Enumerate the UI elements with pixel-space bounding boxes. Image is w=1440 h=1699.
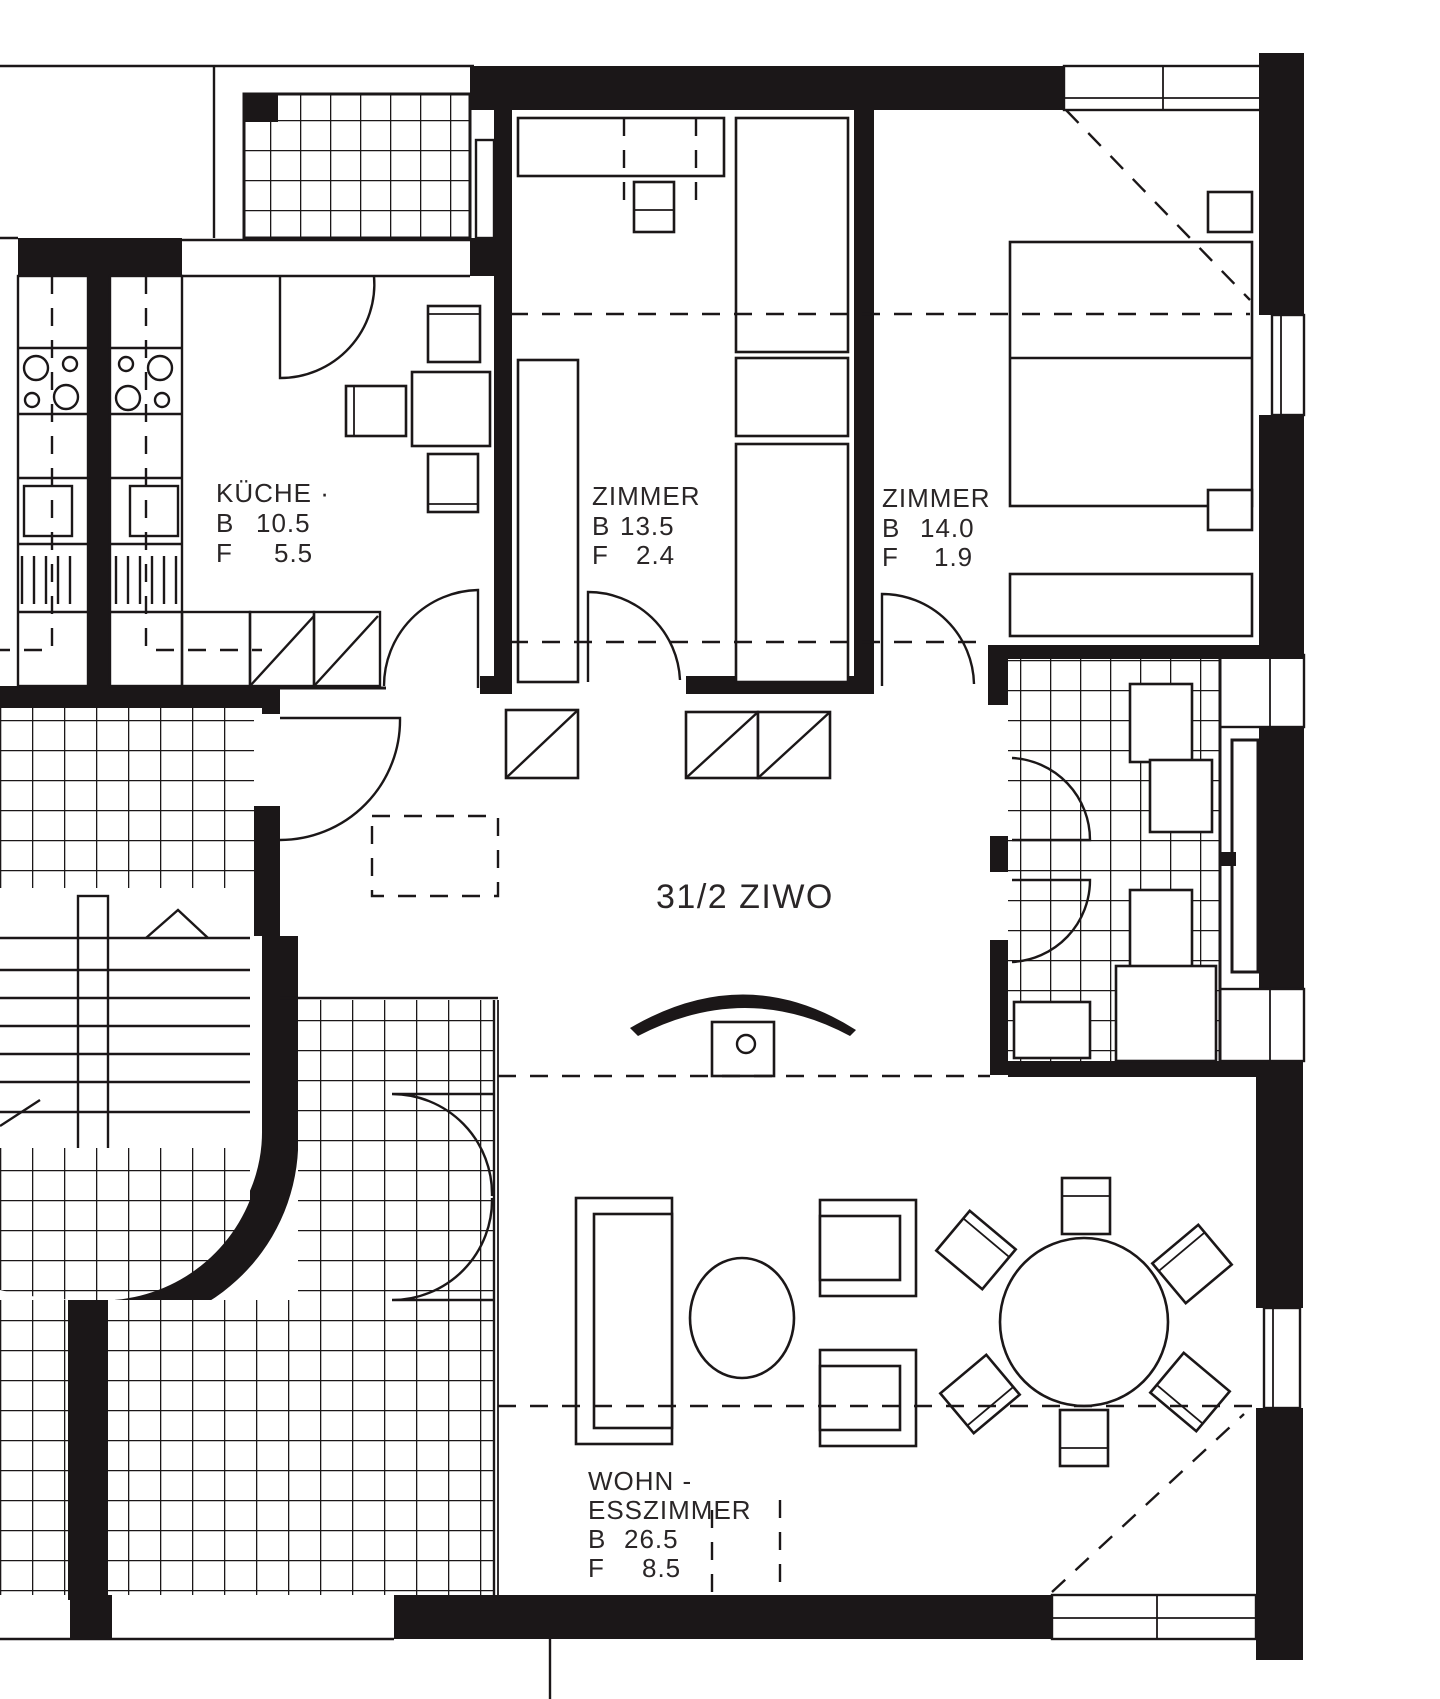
room-label-zimmer2: ZIMMER B 14.0 F 1.9 — [882, 483, 991, 572]
window-label: F — [588, 1553, 605, 1583]
area-value: 13.5 — [620, 511, 675, 541]
bathroom-tiles — [1008, 659, 1222, 1063]
zimmer1-furniture — [516, 116, 850, 684]
area-value: 26.5 — [624, 1524, 679, 1554]
sink-icon — [22, 484, 74, 538]
tiled-shaft-top — [242, 92, 472, 240]
window-label: F — [216, 538, 233, 568]
area-label: B — [216, 508, 234, 538]
fireplace-icon — [630, 994, 856, 1078]
window-value: 1.9 — [934, 542, 973, 572]
area-value: 10.5 — [256, 508, 311, 538]
room-label-wohnen: WOHN - ESSZIMMER B 26.5 F 8.5 — [588, 1466, 752, 1583]
neighbour-outline — [0, 64, 474, 240]
door-swing — [880, 592, 976, 686]
area-label: B — [882, 513, 900, 543]
zimmer2-furniture — [1008, 109, 1254, 638]
kitchen-table — [344, 304, 492, 514]
area-value: 14.0 — [920, 513, 975, 543]
door-swing — [278, 275, 376, 380]
room-name: ZIMMER — [882, 483, 991, 513]
area-label: B — [588, 1524, 606, 1554]
room-name-line2: ESSZIMMER — [588, 1495, 752, 1525]
room-name: KÜCHE · — [216, 478, 330, 508]
window-value: 2.4 — [636, 540, 675, 570]
window-value: 8.5 — [642, 1553, 681, 1583]
kitchen-units — [0, 274, 382, 688]
stove-icon — [22, 354, 80, 411]
door-swing — [382, 588, 480, 688]
room-label-kueche: KÜCHE · B 10.5 F 5.5 — [216, 478, 330, 568]
apartment-title: 31/2 ZIWO — [656, 878, 834, 916]
window-label: F — [592, 540, 609, 570]
room-name: ZIMMER — [592, 481, 701, 511]
window-value: 5.5 — [274, 538, 313, 568]
window-label: F — [882, 542, 899, 572]
door-swing — [586, 590, 682, 682]
area-label: B — [592, 511, 610, 541]
sink-icon — [128, 484, 180, 538]
dishwasher-icon — [20, 556, 178, 604]
stove-icon — [114, 354, 174, 412]
tiled-area — [110, 996, 499, 1595]
room-name-line1: WOHN - — [588, 1466, 692, 1496]
room-label-zimmer1: ZIMMER B 13.5 F 2.4 — [592, 481, 701, 570]
hall-cabinets — [370, 708, 832, 898]
living-dining-furniture — [574, 1176, 1234, 1468]
entrance-door-swing — [279, 716, 402, 842]
